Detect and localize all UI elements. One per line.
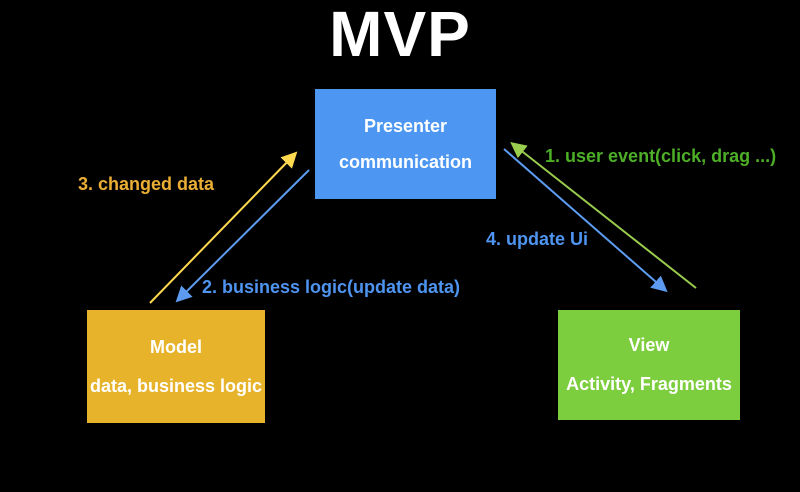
label-user-event: 1. user event(click, drag ...): [545, 146, 777, 166]
diagram-title: MVP: [329, 0, 471, 70]
model-box: Model data, business logic: [87, 310, 265, 423]
presenter-box-subtitle: communication: [338, 151, 472, 172]
arrow-presenter-to-model: [175, 169, 310, 303]
model-box-title: Model: [150, 336, 202, 357]
arrow-presenter-to-view: [503, 148, 668, 293]
label-changed-data: 3. changed data: [78, 174, 215, 194]
view-box-title: View: [628, 335, 670, 355]
arrow-view-to-presenter: [510, 142, 697, 289]
presenter-box-title: Presenter: [363, 115, 448, 136]
label-update-ui: 4. update Ui: [486, 229, 589, 249]
model-box-subtitle: data, business logic: [89, 375, 263, 396]
view-box-subtitle: Activity, Fragments: [566, 374, 732, 394]
view-box: View Activity, Fragments: [558, 310, 740, 420]
presenter-box: Presenter communication: [315, 89, 496, 199]
label-business-logic: 2. business logic(update data): [202, 277, 461, 297]
arrow-model-to-presenter: [149, 151, 298, 304]
